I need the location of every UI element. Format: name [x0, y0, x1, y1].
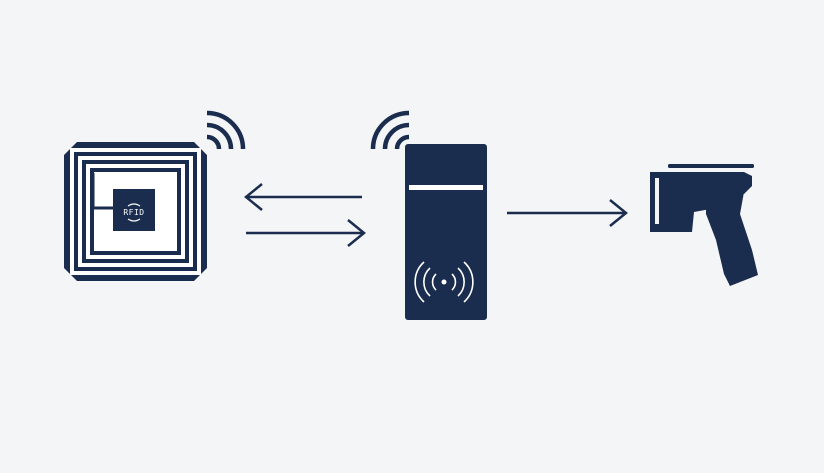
reader-wave — [423, 267, 431, 297]
wifi-signal-icon — [370, 110, 410, 150]
chip-wave-icon — [127, 218, 141, 222]
reader-wave — [451, 273, 457, 291]
rfid-chip — [113, 189, 155, 231]
arrow-right — [246, 219, 366, 247]
reader-wave — [431, 273, 437, 291]
scanner-window — [655, 178, 659, 224]
wifi-signal-icon — [206, 110, 246, 150]
chip-wave-icon — [127, 203, 141, 207]
tag-feed-line — [91, 173, 113, 210]
arrow-left — [244, 183, 362, 211]
rfid-reader-icon — [405, 144, 487, 320]
arrow-right — [507, 199, 628, 227]
reader-slot — [409, 185, 483, 190]
scanner-top-rail — [668, 164, 754, 168]
reader-emitter-dot — [441, 279, 447, 285]
rfid-chip-label: RFID — [123, 208, 144, 217]
barcode-scanner-icon — [650, 164, 758, 286]
rfid-tag-icon: RFID — [64, 142, 207, 281]
reader-wave — [414, 261, 425, 303]
reader-wave — [457, 267, 465, 297]
scanner-head — [650, 172, 752, 232]
scanner-handle — [706, 192, 758, 286]
reader-wave — [463, 261, 474, 303]
